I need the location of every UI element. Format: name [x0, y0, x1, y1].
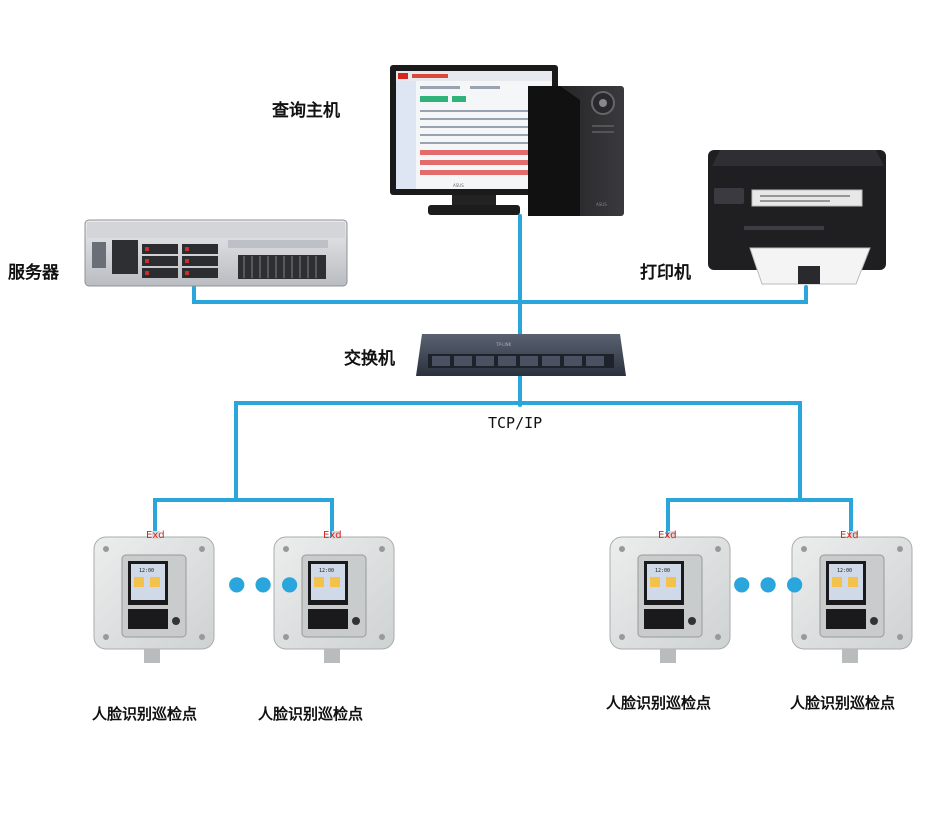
device-time-3: 12:00 [655, 568, 670, 574]
printer-label: 打印机 [640, 263, 691, 283]
device-time-2: 12:00 [319, 568, 334, 574]
network-switch: TP-LINK [416, 334, 626, 376]
device-mark-1: Exd [146, 530, 165, 541]
host-label: 查询主机 [272, 101, 340, 121]
query-host-computer: ASUS ASUS [390, 65, 624, 216]
inspection-device [93, 531, 215, 663]
server-rack [84, 219, 348, 287]
printer-device [708, 150, 886, 285]
svg-text:ASUS: ASUS [453, 183, 464, 188]
device-mark-2: Exd [323, 530, 342, 541]
link-left-group [153, 403, 334, 542]
inspection-device [609, 531, 731, 663]
link-right-group [666, 403, 853, 542]
node-label-3: 人脸识别巡检点 [606, 694, 712, 712]
device-mark-3: Exd [658, 530, 677, 541]
protocol-label: TCP/IP [488, 414, 543, 432]
inspection-device [273, 531, 395, 663]
link-server-printer [192, 285, 808, 304]
device-time-4: 12:00 [837, 568, 852, 574]
server-drive-bays [142, 244, 218, 278]
right-group-ellipsis: ● ● ● [733, 571, 805, 595]
left-group-ellipsis: ● ● ● [228, 571, 300, 595]
node-label-1: 人脸识别巡检点 [92, 705, 198, 723]
switch-label: 交换机 [344, 349, 395, 369]
inspection-device [791, 531, 913, 663]
device-mark-4: Exd [840, 530, 859, 541]
device-time-1: 12:00 [139, 568, 154, 574]
link-distribution [234, 401, 802, 409]
node-label-4: 人脸识别巡检点 [790, 694, 896, 712]
svg-text:ASUS: ASUS [596, 202, 607, 207]
svg-text:TP-LINK: TP-LINK [495, 342, 512, 347]
network-links [153, 214, 853, 542]
server-label: 服务器 [8, 263, 59, 283]
node-label-2: 人脸识别巡检点 [258, 705, 364, 723]
monitor-screen [396, 71, 552, 189]
